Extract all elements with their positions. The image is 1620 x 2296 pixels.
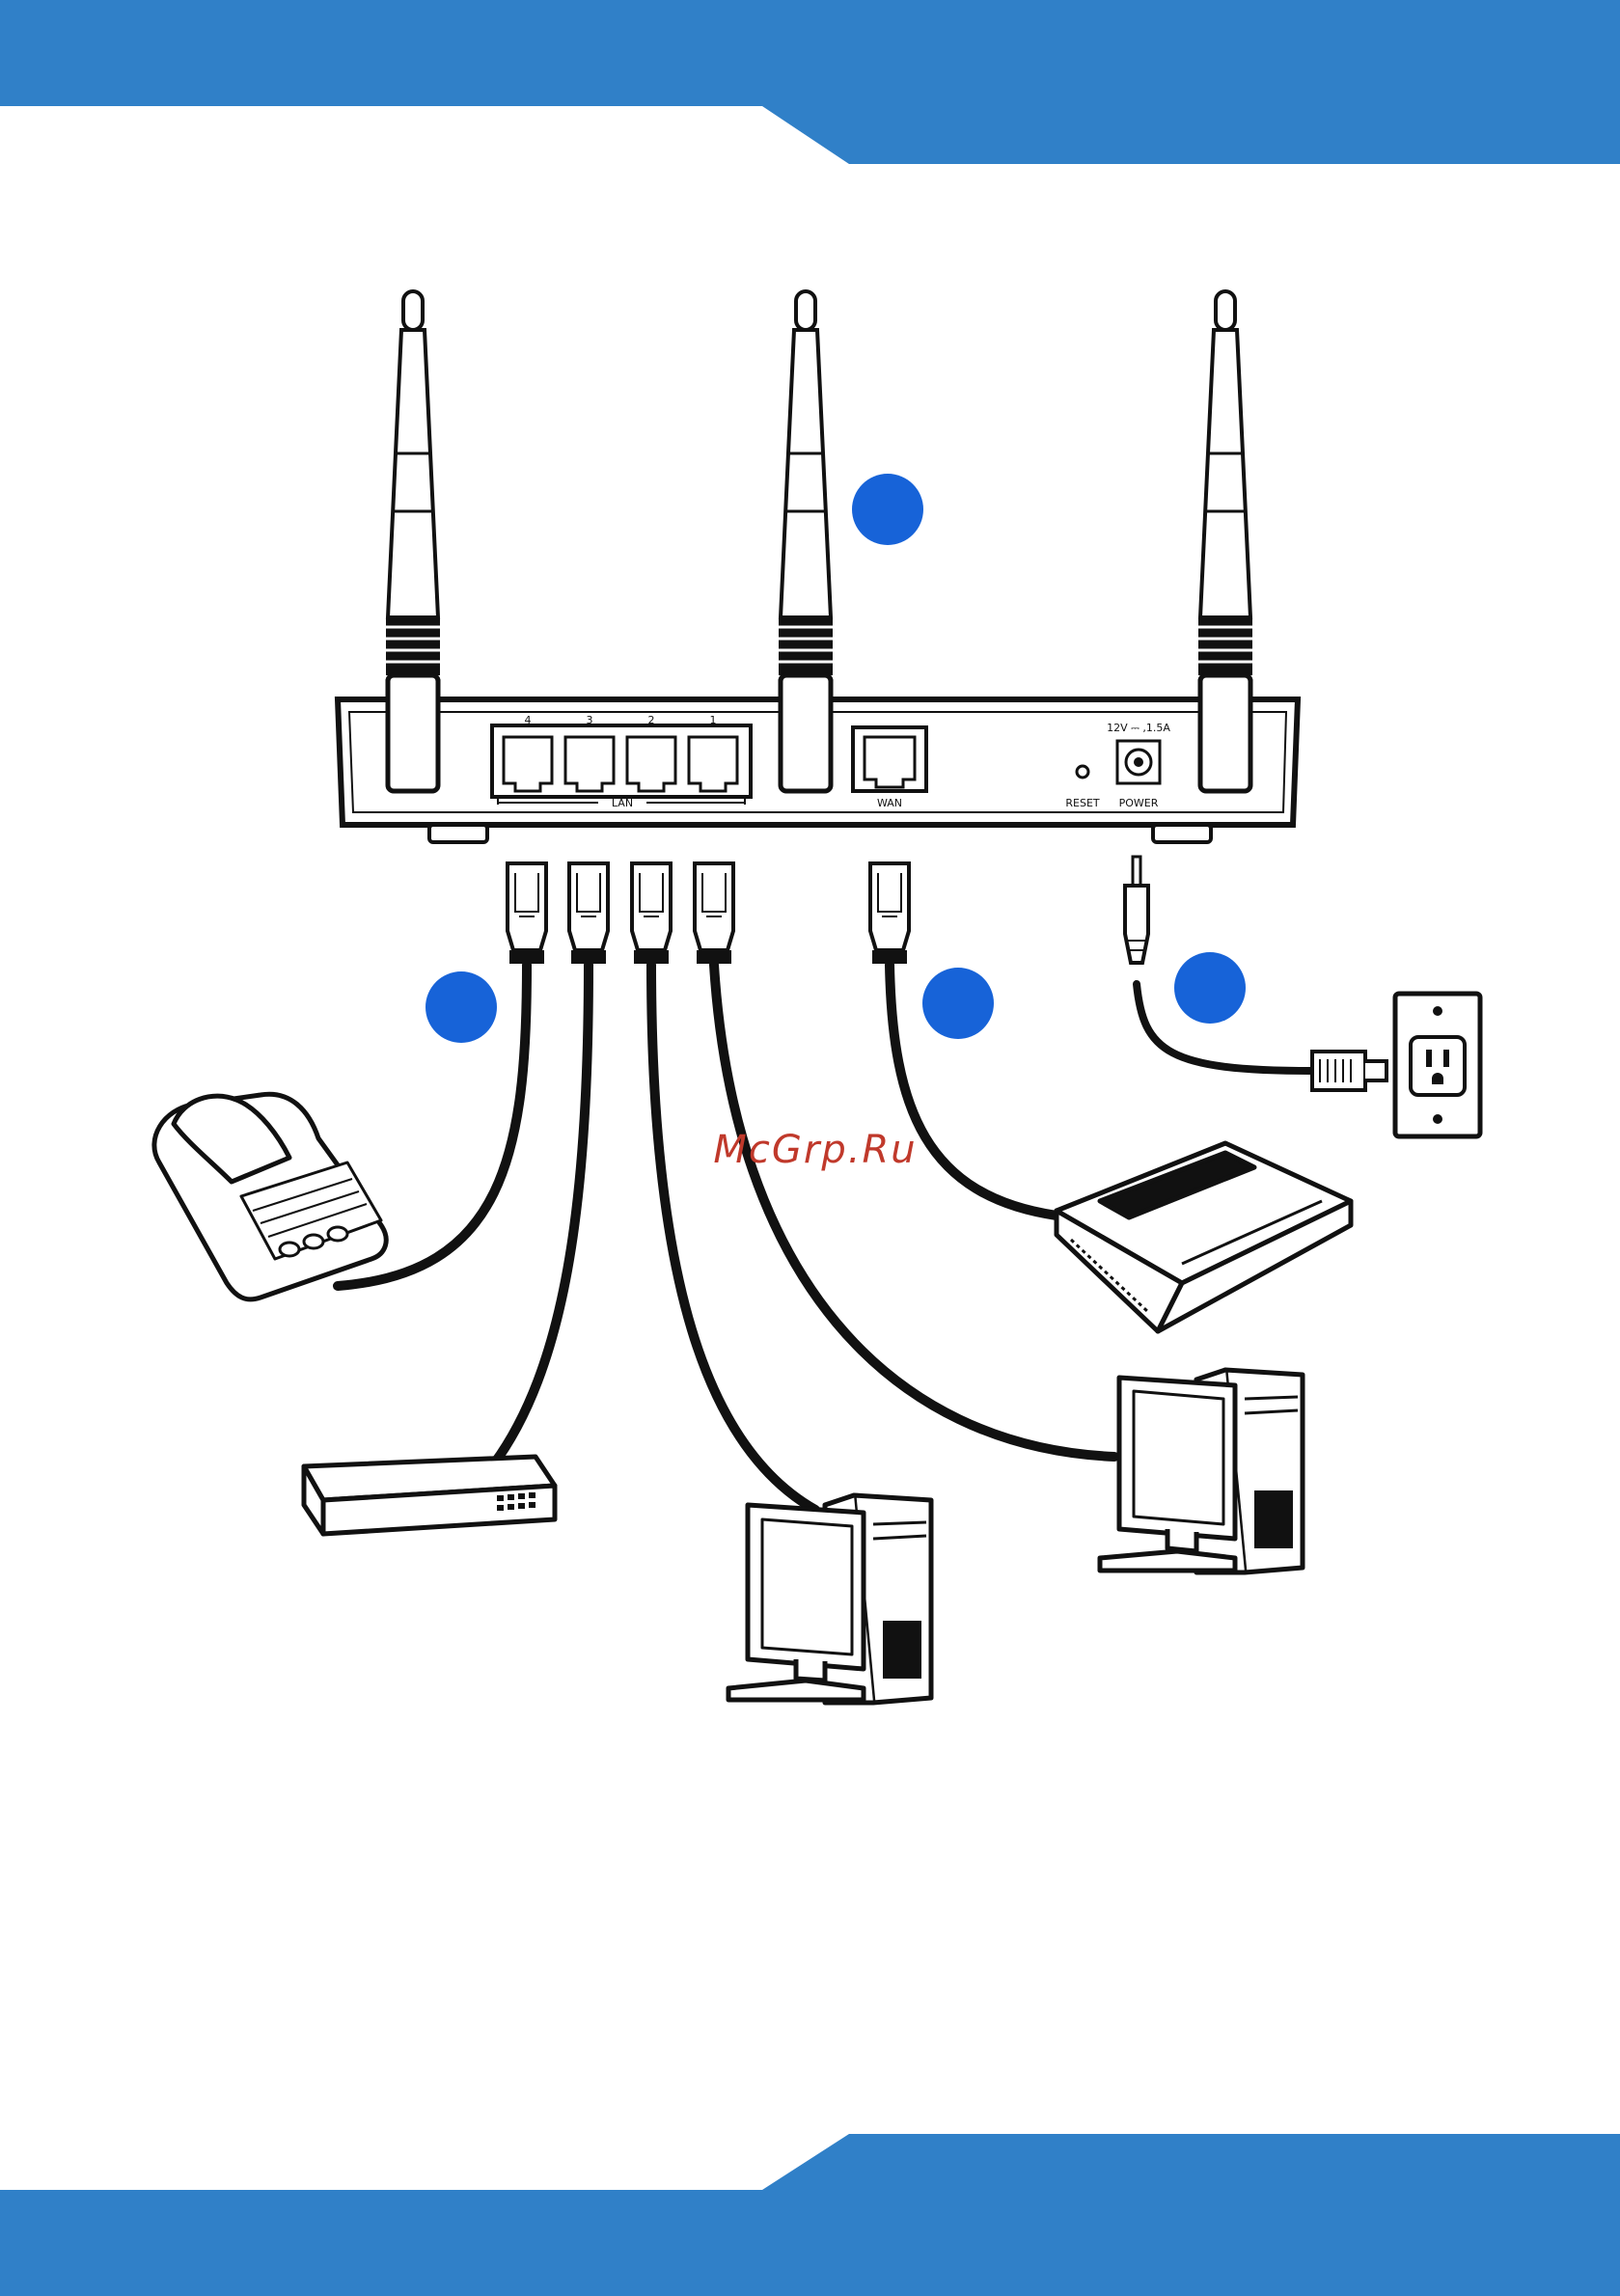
antenna-callout — [852, 474, 923, 545]
switch-icon — [304, 1457, 555, 1534]
router: 4 3 2 1 LAN WAN RESET 12V ⎓ ,1.5A POWER — [338, 675, 1298, 842]
footer-band — [0, 2134, 1620, 2296]
cable-lan2-pc1 — [651, 965, 815, 1510]
wan-port — [865, 737, 915, 787]
lan-port-3 — [565, 737, 614, 791]
plug-lan3 — [569, 863, 608, 964]
lan-port-number-1: 1 — [710, 714, 717, 726]
lan-port-2 — [627, 737, 675, 791]
plug-lan2 — [632, 863, 671, 964]
power-outlet-icon — [1312, 994, 1480, 1136]
router-foot-left — [429, 825, 487, 842]
power-rating: 12V ⎓ ,1.5A — [1107, 722, 1170, 734]
plug-lan4 — [508, 863, 546, 964]
power-label: POWER — [1119, 797, 1159, 809]
power-callout — [1174, 952, 1246, 1024]
plug-lan1 — [695, 863, 733, 964]
wan-label: WAN — [877, 797, 902, 809]
watermark: McGrp.Ru — [713, 1128, 917, 1172]
reset-label: RESET — [1065, 797, 1100, 809]
desktop-computer-icon — [728, 1495, 931, 1703]
lan-port-number-4: 4 — [525, 714, 532, 726]
desktop-computer-icon — [1100, 1370, 1303, 1572]
router-foot-right — [1153, 825, 1211, 842]
lan-port-1 — [689, 737, 737, 791]
header-band — [0, 0, 1620, 164]
lan-port-number-3: 3 — [587, 714, 593, 726]
lan-callout — [426, 971, 497, 1043]
reset-button — [1077, 766, 1088, 778]
printer-icon — [154, 1094, 386, 1299]
wan-callout — [922, 968, 994, 1039]
plug-wan — [870, 863, 909, 964]
rj45-plugs — [508, 857, 1148, 964]
cable-lan3-switch — [492, 965, 589, 1466]
plug-power — [1125, 857, 1148, 963]
modem-icon — [1057, 1143, 1351, 1331]
lan-port-4 — [504, 737, 552, 791]
lan-label: LAN — [612, 797, 633, 809]
lan-port-number-2: 2 — [648, 714, 655, 726]
